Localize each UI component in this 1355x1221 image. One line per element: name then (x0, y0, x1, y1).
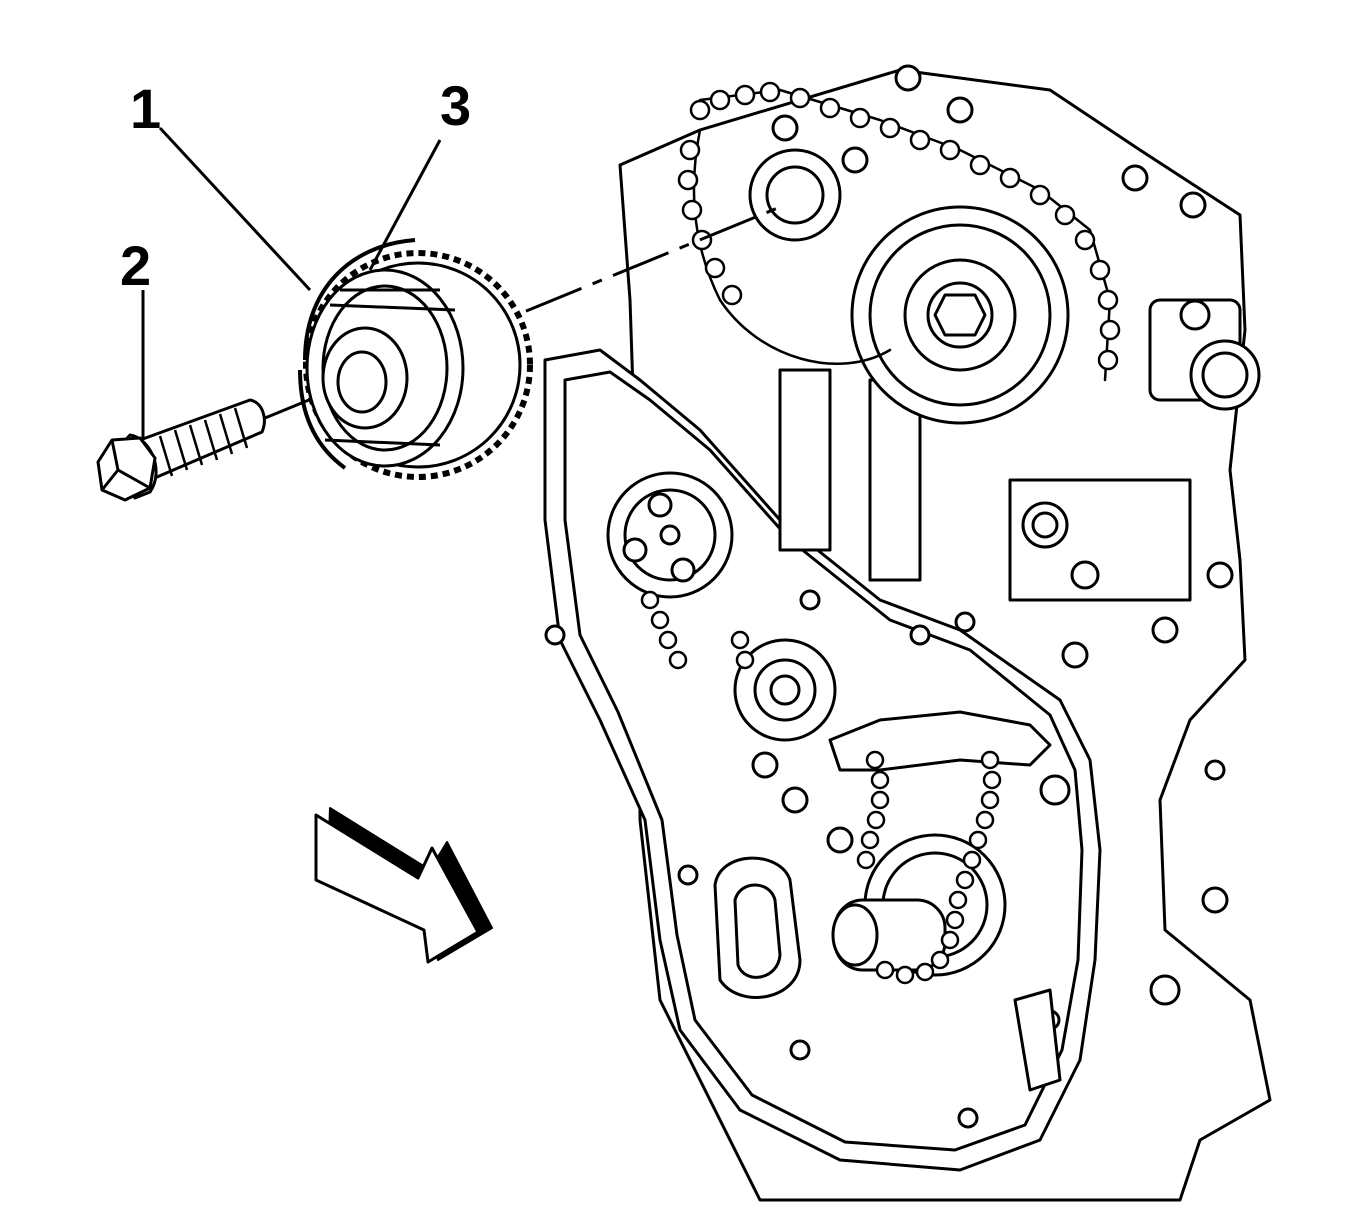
middle-sprocket (733, 638, 837, 742)
view-direction-arrow-icon (314, 807, 493, 964)
lower-bracket (1013, 988, 1062, 1092)
head-bolts (771, 64, 1211, 331)
sensor-port-inner (1201, 351, 1249, 399)
leader-lines (141, 126, 442, 440)
callout-2: 2 (120, 234, 151, 297)
camshaft-actuator-sprocket (298, 238, 533, 480)
bolt-shank (138, 398, 266, 482)
bolt-threads (158, 407, 249, 477)
timing-cover-flange (563, 370, 1084, 1152)
retaining-ring (298, 238, 416, 470)
cam-cap-left (778, 368, 832, 552)
engine-boss (1008, 478, 1192, 602)
block-bolts (544, 501, 1234, 1129)
leader-line-3 (368, 139, 442, 271)
view-arrow-face (314, 813, 480, 964)
idler-sprocket (606, 471, 734, 599)
leader-line-1 (158, 126, 312, 292)
timing-chain-lower (640, 590, 1002, 985)
timing-chain-upper (677, 81, 1121, 382)
installed-camshaft-sprocket (850, 205, 1070, 425)
callout-1: 1 (130, 77, 161, 140)
bolt-hex-head (96, 436, 157, 502)
callout-3: 3 (440, 74, 471, 137)
oil-pump-inner (733, 883, 782, 979)
engine-assembly (543, 64, 1272, 1202)
camshaft-hub (748, 148, 842, 242)
actuator-bolt (96, 398, 266, 502)
